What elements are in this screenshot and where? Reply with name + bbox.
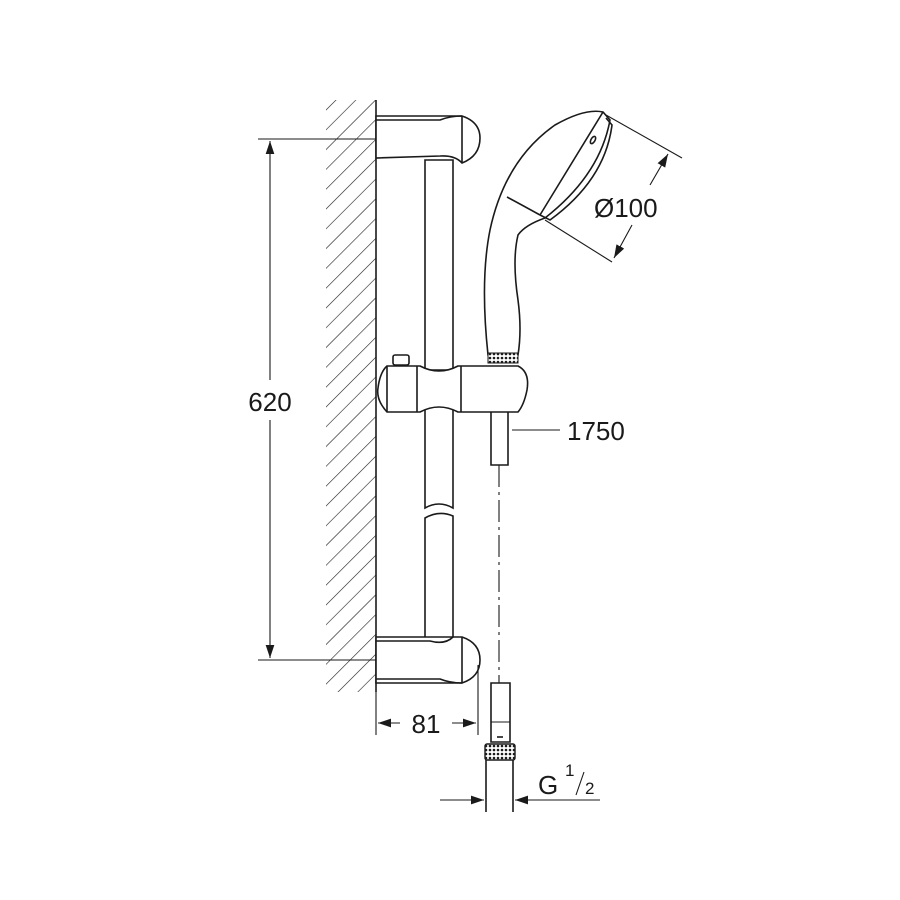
thread-dimension: G 1 2	[440, 761, 600, 805]
top-bracket	[375, 115, 481, 164]
diameter-dimension: Ø100	[544, 114, 683, 263]
shower-hose	[484, 412, 516, 812]
height-label: 620	[248, 387, 291, 417]
projection-label: 81	[412, 709, 441, 739]
slider-holder	[376, 354, 529, 413]
hose-length-dimension: 1750	[512, 416, 625, 446]
bottom-bracket	[375, 636, 481, 684]
diameter-label: Ø100	[594, 193, 658, 223]
thread-denominator: 2	[585, 779, 594, 798]
height-dimension: 620	[240, 138, 376, 661]
thread-label: G	[538, 770, 558, 800]
shower-rail	[424, 159, 454, 641]
thread-numerator: 1	[565, 761, 574, 780]
wall	[326, 100, 377, 692]
projection-dimension: 81	[375, 665, 479, 739]
hand-shower	[483, 110, 613, 364]
hose-length-label: 1750	[567, 416, 625, 446]
